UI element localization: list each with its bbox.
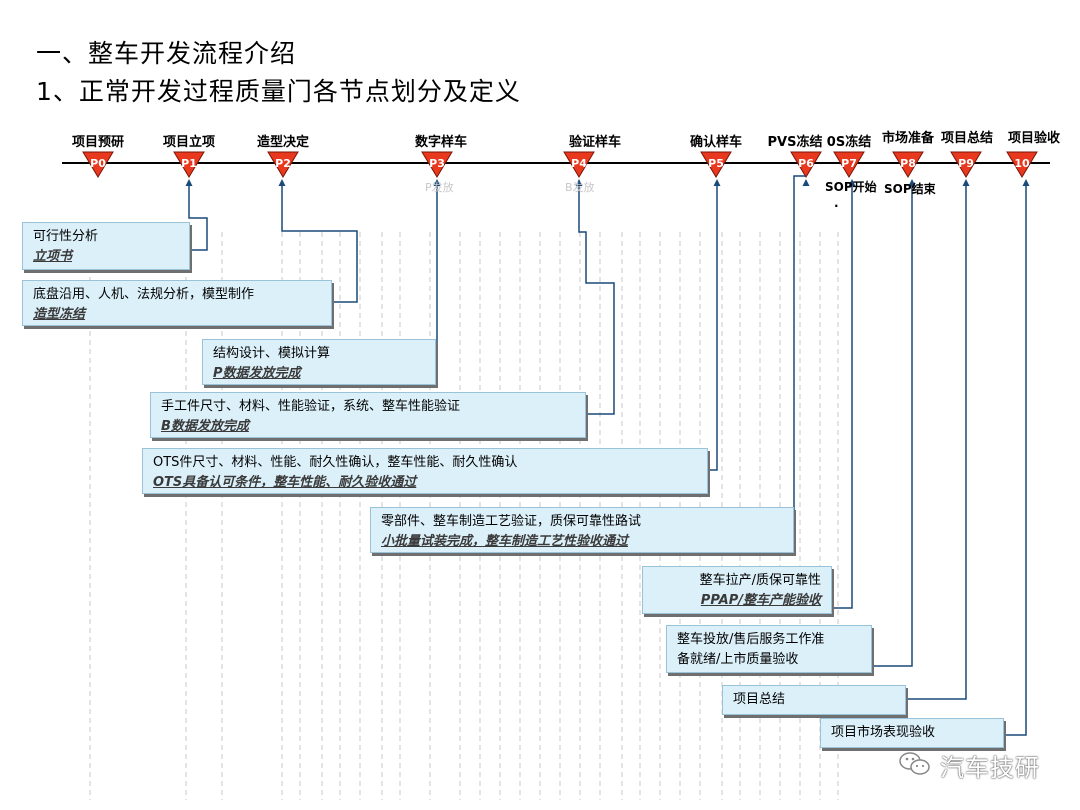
connector-arrow [848,179,856,186]
activity-box-p10: 项目市场表现验收 [820,718,1004,748]
activity-text: 结构设计、模拟计算 [213,346,331,361]
gate-marker [82,151,114,178]
gate-marker [1006,151,1038,178]
deliverable-text: B数据发放完成 [161,419,249,434]
gate-marker [173,151,205,178]
gate-code: P2 [275,157,291,170]
deliverable-text: 立项书 [33,249,73,264]
connector-line [188,186,208,251]
gate-label-p5: 确认样车 [689,135,743,150]
p-release-note: P发放 [425,181,454,194]
gate-label-p2: 造型决定 [256,135,310,150]
activity-text: 底盘沿用、人机、法规分析，模型制作 [33,287,255,302]
sop-start-note: SOP开始 [825,180,877,194]
activity-text: OTS件尺寸、材料、性能、耐久性确认，整车性能、耐久性确认 [153,455,518,470]
activity-text: 整车投放/售后服务工作准 [677,632,825,647]
activity-box-p8: 整车投放/售后服务工作准 备就绪/上市质量验收 [666,625,872,673]
gate-marker [700,151,732,178]
gate-marker [790,151,822,178]
activity-box-p2: 底盘沿用、人机、法规分析，模型制作 造型冻结 [22,280,332,326]
gate-label-p9: 项目总结 [940,131,994,146]
connector-line [281,186,358,303]
activity-box-p4: 手工件尺寸、材料、性能验证，系统、整车性能验证 B数据发放完成 [150,392,586,438]
gate-code: P6 [798,157,814,170]
activity-box-p5: OTS件尺寸、材料、性能、耐久性确认，整车性能、耐久性确认 OTS具备认可条件，… [142,448,708,494]
gate-label-p0: 项目预研 [71,135,125,150]
page-title: 1、正常开发过程质量门各节点划分及定义 [36,77,521,106]
connector-arrow [278,179,286,186]
activity-box-p9: 项目总结 [722,685,906,715]
activity-text: 项目市场表现验收 [831,725,936,740]
gate-code: P7 [841,157,857,170]
connector-arrow [185,179,193,186]
connector-line [578,186,615,415]
activity-text: 手工件尺寸、材料、性能验证，系统、整车性能验证 [161,399,461,414]
section-title: 一、整车开发流程介绍 [36,39,297,68]
gate-label-p1: 项目立项 [162,135,216,150]
activity-box-p6: 零部件、整车制造工艺验证，质保可靠性路试 小批量试装完成，整车制造工艺性验收通过 [370,507,794,553]
gate-marker [892,151,924,178]
gate-label-p3: 数字样车 [414,135,468,150]
activity-box-p7: 整车拉产/质保可靠性 PPAP/整车产能验收 [642,566,832,614]
gate-label-p6: PVS冻结 [767,135,823,150]
connector-line [1004,186,1027,736]
gate-marker [267,151,299,178]
gate-code: 10 [1014,157,1030,170]
gate-code: P9 [958,157,974,170]
gate-marker [421,151,453,178]
activity-text: 零部件、整车制造工艺验证，质保可靠性路试 [381,514,642,529]
connector-arrow [802,179,810,186]
connector-arrow [1022,179,1030,186]
connector-arrow [433,179,441,186]
connector-line [436,186,438,363]
connector-arrow [575,179,583,186]
gate-label-p8: 市场准备 [881,131,935,146]
deliverable-text: 造型冻结 [33,307,86,322]
gate-label-p4: 验证样车 [568,135,622,150]
deliverable-text: PPAP/整车产能验收 [700,593,821,608]
activity-box-p3: 结构设计、模拟计算 P数据发放完成 [202,339,436,385]
connector-line [708,186,718,471]
connector-line [906,186,967,700]
wechat-icon [899,752,930,775]
gate-code: P1 [181,157,197,170]
connector-line [793,175,806,530]
sop-end-note: SOP结束 [884,182,936,196]
gate-label-p7: 0S冻结 [826,135,872,150]
b-release-note: B发放 [565,181,595,194]
watermark-text: 汽车技研 [940,754,1040,782]
gate-label-p10: 项目验收 [1007,131,1061,146]
connector-arrow [713,179,721,186]
gate-code: P8 [900,157,916,170]
connector-arrow [962,179,970,186]
deliverable-text: OTS具备认可条件，整车性能、耐久验收通过 [153,475,417,490]
gate-marker [563,151,595,178]
gate-code: P0 [90,157,106,170]
gate-code: P5 [708,157,724,170]
activity-text: 备就绪/上市质量验收 [677,652,799,667]
gate-code: P4 [571,157,587,170]
connector-line [872,186,913,667]
connector-line [832,186,853,609]
gate-marker [833,151,865,178]
activity-text: 整车拉产/质保可靠性 [699,573,821,588]
connector-arrow [908,179,916,186]
activity-text: 可行性分析 [33,229,99,244]
gate-marker [950,151,982,178]
activity-text: 项目总结 [733,692,786,707]
deliverable-text: 小批量试装完成，整车制造工艺性验收通过 [381,534,629,549]
gate-code: P3 [429,157,445,170]
deliverable-text: P数据发放完成 [213,366,301,381]
activity-box-p1: 可行性分析 立项书 [22,222,190,270]
dot-note: . [834,196,839,210]
